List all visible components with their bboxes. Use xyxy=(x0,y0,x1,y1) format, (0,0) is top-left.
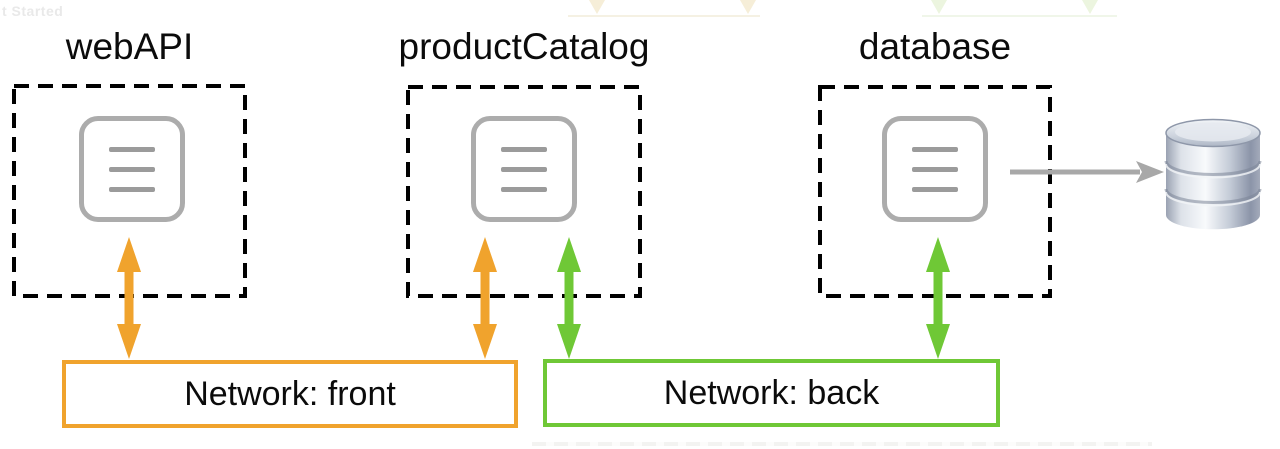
arrow-productcatalog-back xyxy=(557,237,581,359)
icon-line xyxy=(912,186,958,192)
arrow-webapi-front xyxy=(117,237,141,359)
ghost-arrow-tip-icon xyxy=(740,0,756,14)
service-title-webapi: webAPI xyxy=(65,26,194,67)
service-title-productcatalog: productCatalog xyxy=(398,26,650,67)
icon-line xyxy=(501,146,547,152)
container-icon xyxy=(79,116,185,222)
ghost-line-back xyxy=(922,15,1117,17)
network-front-box: Network: front xyxy=(62,360,518,428)
container-icon xyxy=(471,116,577,222)
database-cylinder-icon xyxy=(1164,118,1262,230)
network-back-box: Network: back xyxy=(543,359,1000,427)
icon-line xyxy=(109,146,155,152)
icon-line xyxy=(109,186,155,192)
arrow-to-external-db xyxy=(1010,161,1164,183)
ghost-arrow-tip-icon xyxy=(931,0,947,14)
ghost-arrow-tip-icon xyxy=(589,0,605,14)
container-icon xyxy=(882,116,988,222)
ghost-dashed-strip xyxy=(532,442,1152,446)
network-front-label: Network: front xyxy=(184,374,396,413)
service-boundary-productcatalog xyxy=(406,85,642,298)
arrow-database-back xyxy=(926,237,950,359)
icon-line xyxy=(501,186,547,192)
ghost-arrow-tip-icon xyxy=(1082,0,1098,14)
icon-line xyxy=(912,166,958,172)
ghost-partial-text: t Started xyxy=(2,3,64,19)
ghost-line-front xyxy=(568,15,760,17)
service-title-database: database xyxy=(858,26,1012,67)
icon-line xyxy=(912,146,958,152)
icon-line xyxy=(109,166,155,172)
icon-line xyxy=(501,166,547,172)
network-back-label: Network: back xyxy=(663,373,880,412)
arrow-productcatalog-front xyxy=(473,237,497,359)
